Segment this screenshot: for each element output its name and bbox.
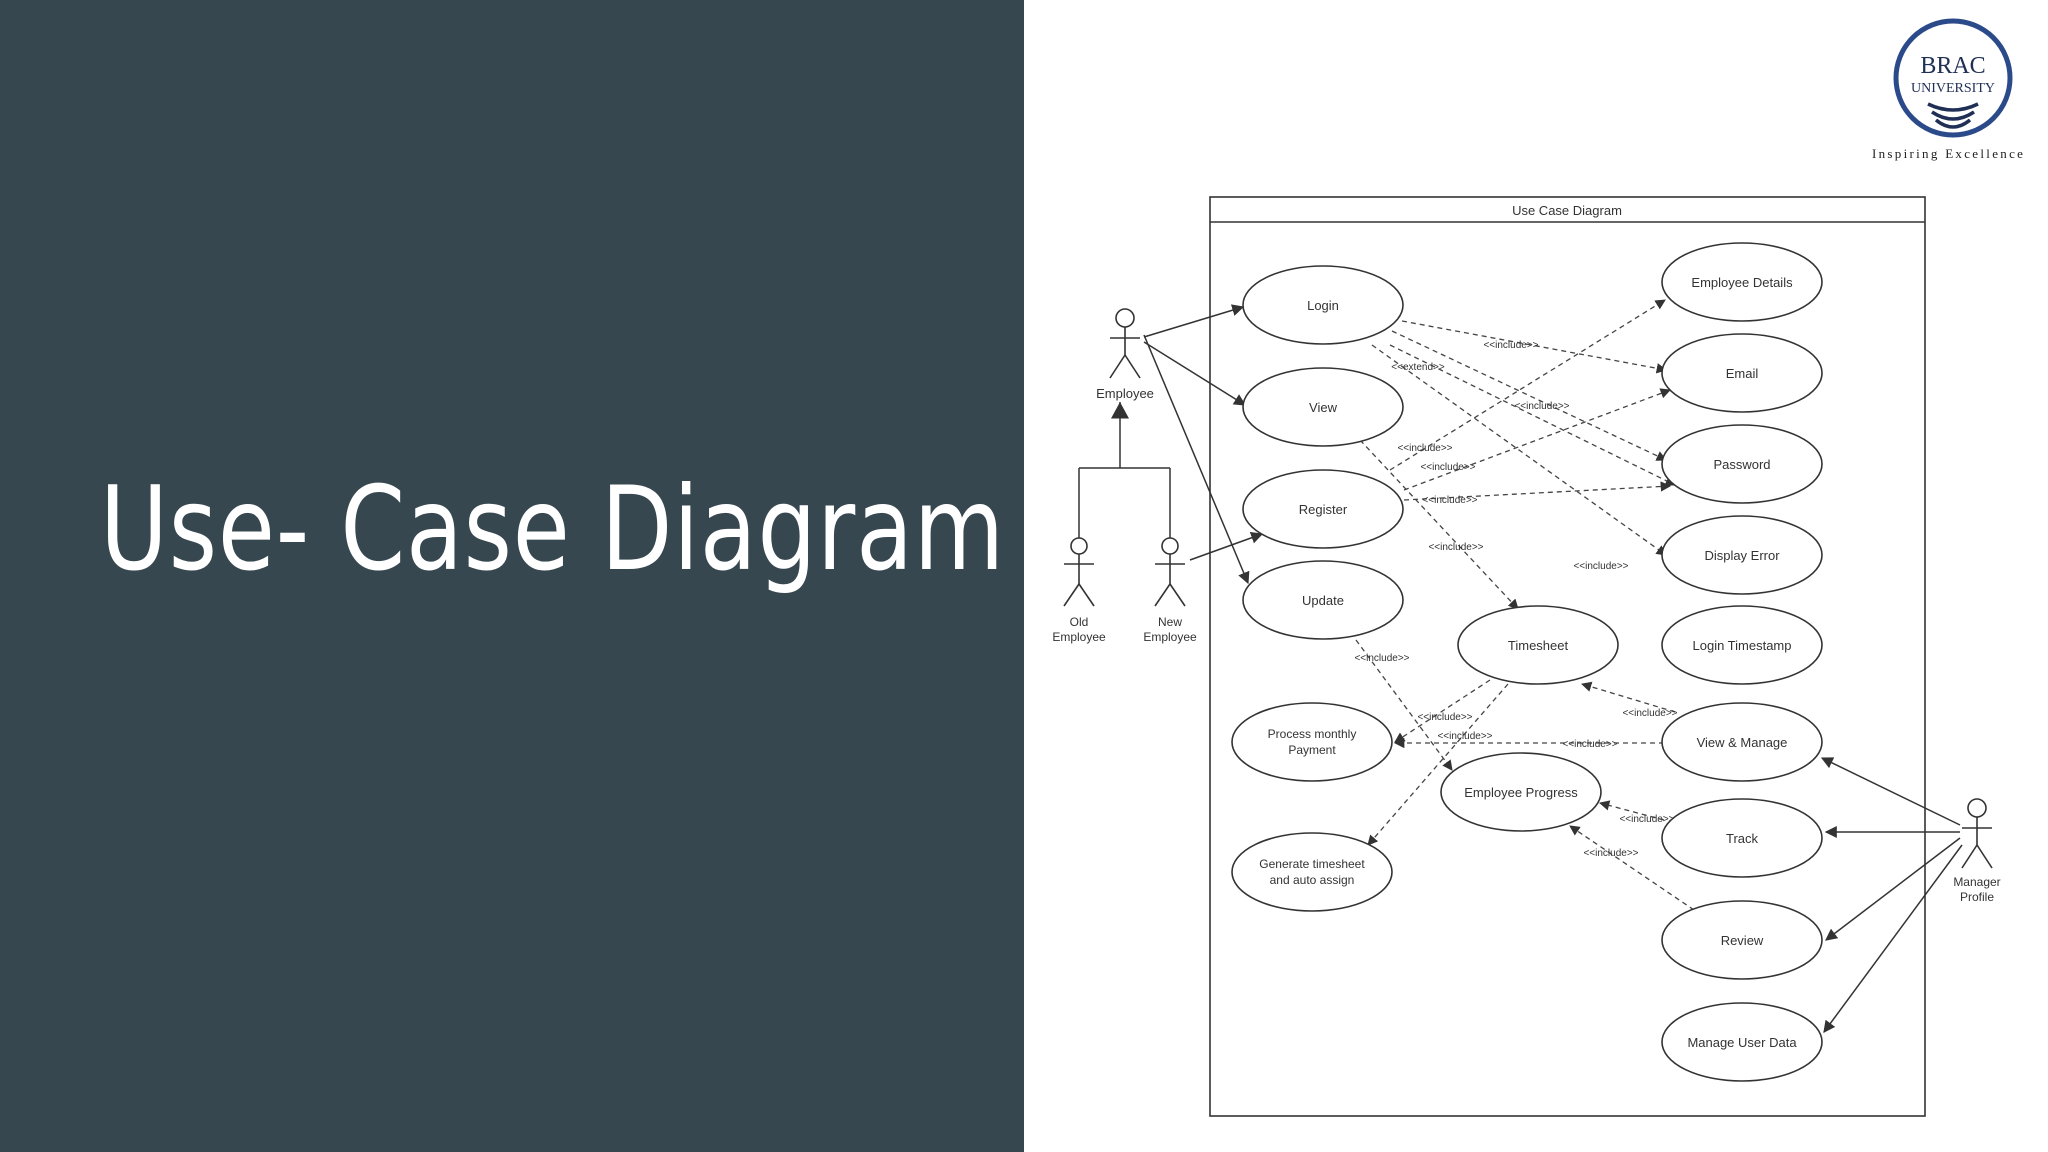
label-include-reg-2: <<include>> (1420, 462, 1475, 473)
employee-actor: Employee (1096, 308, 1154, 401)
use-case-view-label: View (1309, 400, 1338, 415)
logo-name-line1: BRAC (1920, 53, 1985, 79)
use-case-review-label: Review (1721, 933, 1764, 948)
use-case-password-label: Password (1713, 457, 1770, 472)
use-case-review: Review (1661, 900, 1823, 980)
use-case-process-payment-label-1: Process monthly (1268, 727, 1357, 741)
use-case-generate-timesheet-label-2: and auto assign (1270, 873, 1355, 887)
use-case-update: Update (1242, 560, 1404, 640)
title-panel (0, 0, 1024, 1152)
label-include-ts-payment: <<include>> (1417, 712, 1472, 723)
generalization-edges (1078, 402, 1171, 538)
slide-title: Use- Case Diagram (100, 462, 1005, 597)
label-include-vm-timesheet: <<include>> (1622, 708, 1677, 719)
manager-label-2: Profile (1960, 890, 1994, 904)
use-case-process-payment: Process monthly Payment (1231, 702, 1393, 782)
old-employee-label-1: Old (1070, 615, 1089, 629)
association-edges (1143, 304, 1963, 1033)
employee-actor-label: Employee (1096, 386, 1154, 401)
new-employee-label-1: New (1158, 615, 1182, 629)
use-case-employee-details-label: Employee Details (1691, 275, 1793, 290)
use-case-view: View (1242, 367, 1404, 447)
label-include-ts-generate: <<include>> (1437, 731, 1492, 742)
label-include-review: <<include>> (1583, 848, 1638, 859)
use-case-manage-user-data-label: Manage User Data (1687, 1035, 1797, 1050)
use-case-employee-details: Employee Details (1661, 242, 1823, 322)
manager-label-1: Manager (1953, 875, 2000, 889)
dependency-labels: <<include>> <<extend>> <<include>> <<inc… (1354, 340, 1677, 859)
diagram-frame-title: Use Case Diagram (1512, 203, 1622, 218)
use-case-login-timestamp: Login Timestamp (1661, 605, 1823, 685)
use-case-display-error-label: Display Error (1704, 548, 1780, 563)
label-extend-login: <<extend>> (1391, 362, 1445, 373)
logo-name-line2: UNIVERSITY (1911, 81, 1995, 96)
label-include-reg-3: <<include>> (1422, 495, 1477, 506)
use-case-email: Email (1661, 333, 1823, 413)
logo-ring (1893, 18, 2013, 138)
label-include-login-timestamp: <<include>> (1573, 561, 1628, 572)
use-case-register-label: Register (1299, 502, 1348, 517)
brac-university-logo: BRAC UNIVERSITY (1893, 18, 2013, 138)
use-case-diagram: Use Case Diagram Employee Old Employee N… (1052, 196, 2001, 1117)
use-case-password: Password (1661, 424, 1823, 504)
old-employee-actor: Old Employee (1052, 537, 1106, 644)
old-employee-label-2: Employee (1052, 630, 1106, 644)
use-case-generate-timesheet: Generate timesheet and auto assign (1231, 832, 1393, 912)
label-include-reg-1: <<include>> (1397, 443, 1452, 454)
use-case-login: Login (1242, 265, 1404, 345)
label-include-password: <<include>> (1514, 401, 1569, 412)
use-case-process-payment-label-2: Payment (1288, 743, 1336, 757)
use-case-manage-user-data: Manage User Data (1661, 1002, 1823, 1082)
use-case-email-label: Email (1726, 366, 1759, 381)
logo-tagline: Inspiring Excellence (1872, 146, 2026, 161)
use-case-employee-progress-label: Employee Progress (1464, 785, 1578, 800)
new-employee-actor: New Employee (1143, 537, 1197, 644)
use-case-view-manage-label: View & Manage (1697, 735, 1788, 750)
label-include-login-email: <<include>> (1483, 340, 1538, 351)
use-case-track: Track (1661, 798, 1823, 878)
label-include-track: <<include>> (1619, 814, 1674, 825)
dependency-edges (1355, 299, 1695, 911)
use-case-view-manage: View & Manage (1661, 702, 1823, 782)
label-include-update: <<include>> (1354, 653, 1409, 664)
use-case-timesheet: Timesheet (1457, 605, 1619, 685)
system-boundary (1209, 196, 1926, 1117)
use-case-login-timestamp-label: Login Timestamp (1693, 638, 1792, 653)
use-case-update-label: Update (1302, 593, 1344, 608)
use-case-employee-progress: Employee Progress (1440, 752, 1602, 832)
use-case-generate-timesheet-label-1: Generate timesheet (1259, 857, 1365, 871)
use-case-register: Register (1242, 469, 1404, 549)
manager-actor: Manager Profile (1953, 798, 2001, 904)
use-case-track-label: Track (1726, 831, 1759, 846)
label-include-timesheet: <<include>> (1428, 542, 1483, 553)
use-case-display-error: Display Error (1661, 515, 1823, 595)
use-case-login-label: Login (1307, 298, 1339, 313)
use-case-timesheet-label: Timesheet (1508, 638, 1569, 653)
label-include-vm-payment: <<include>> (1562, 739, 1617, 750)
open-book-icon (1927, 102, 1979, 129)
new-employee-label-2: Employee (1143, 630, 1197, 644)
